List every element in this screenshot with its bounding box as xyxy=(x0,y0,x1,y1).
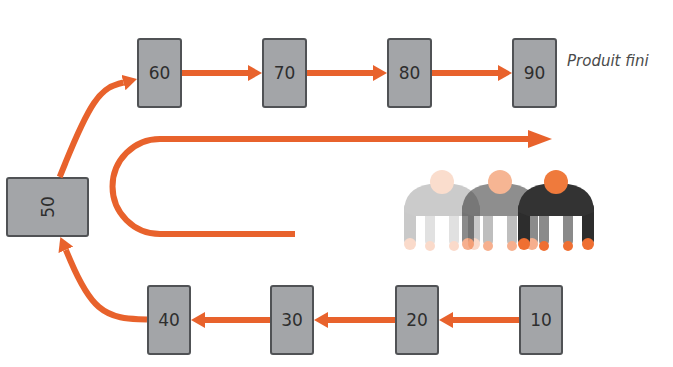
output-label: Produit fini xyxy=(567,52,649,70)
process-box: 50 xyxy=(6,177,89,237)
process-box: 40 xyxy=(147,285,191,355)
process-box: 10 xyxy=(519,285,563,355)
worker-figure xyxy=(518,170,594,251)
step-number: 40 xyxy=(158,310,180,330)
flow-u-arrowhead xyxy=(528,130,552,148)
flow-arrow xyxy=(66,250,147,320)
flow-arrow xyxy=(182,70,248,76)
step-number: 20 xyxy=(406,310,428,330)
step-number: 10 xyxy=(530,310,552,330)
step-number: 30 xyxy=(281,310,303,330)
step-number: 90 xyxy=(524,63,546,83)
process-box: 90 xyxy=(512,38,557,108)
step-number: 60 xyxy=(149,63,171,83)
flow-arrow xyxy=(432,70,498,76)
flow-arrow xyxy=(60,82,124,177)
flow-arrow xyxy=(205,317,270,323)
step-number: 70 xyxy=(274,63,296,83)
process-box: 20 xyxy=(395,285,439,355)
process-box: 30 xyxy=(270,285,314,355)
flow-arrow xyxy=(453,317,519,323)
flow-arrow xyxy=(328,317,395,323)
step-number: 80 xyxy=(399,63,421,83)
process-box: 60 xyxy=(137,38,182,108)
process-box: 70 xyxy=(262,38,307,108)
flow-arrow xyxy=(307,70,373,76)
process-box: 80 xyxy=(387,38,432,108)
step-number: 50 xyxy=(37,196,57,218)
